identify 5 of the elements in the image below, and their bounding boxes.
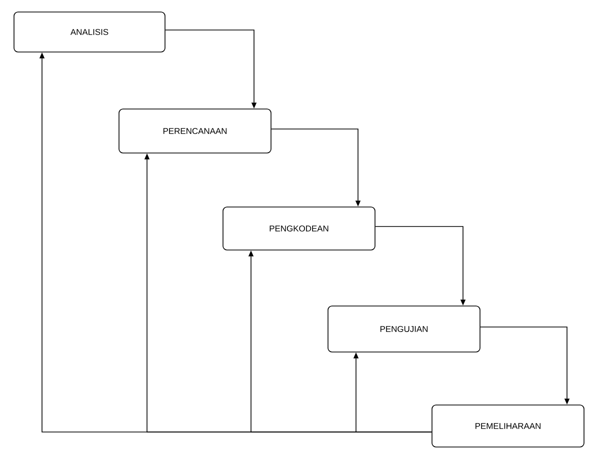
process-box: PENGKODEAN [222, 206, 376, 250]
process-box: PENGUJIAN [328, 306, 480, 352]
process-box: PEMELIHARAAN [432, 404, 584, 448]
process-box: ANALISIS [14, 12, 166, 52]
process-box: PERENCANAAN [118, 108, 272, 154]
